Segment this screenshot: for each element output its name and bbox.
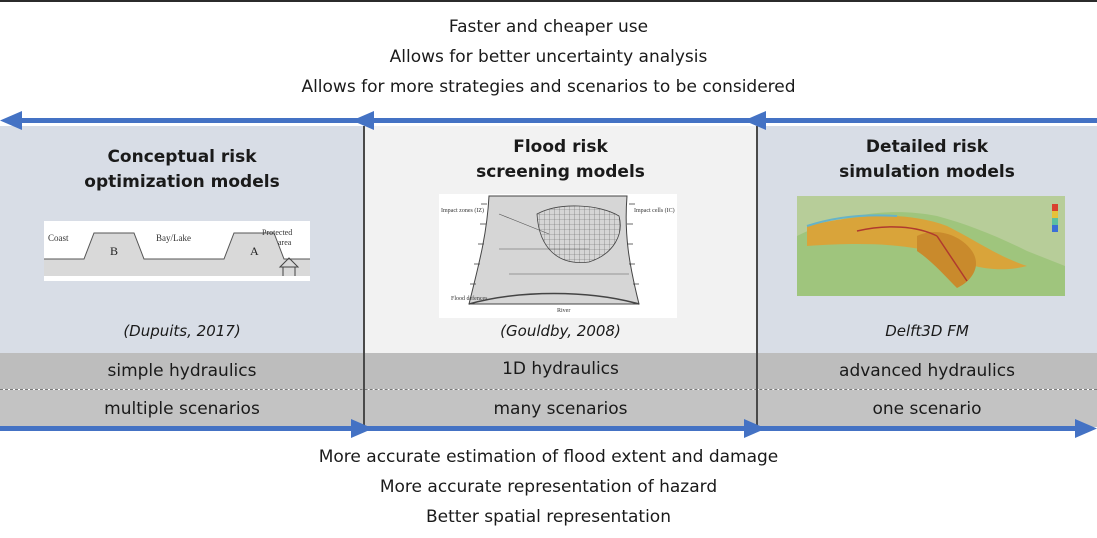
right-arrow-head-3 [1075,419,1097,438]
header-line-1: Faster and cheaper use [448,17,649,37]
left-arrow-head-2 [352,111,374,130]
footer-line-2: More accurate representation of hazard [379,477,718,497]
right-arrow-head-2 [744,419,766,438]
scenarios-conceptual: multiple scenarios [104,399,260,419]
divider-2 [756,126,758,426]
right-arrow-head-1 [351,419,373,438]
footer-line-1: More accurate estimation of flood extent… [318,447,779,467]
panel-conceptual: Conceptual risk optimization models Coas… [0,126,364,353]
house-icon [278,257,300,276]
scenarios-detailed: one scenario [872,399,982,419]
panel-screening-title-1: Flood risk [513,137,608,157]
header-line-3: Allows for more strategies and scenarios… [301,77,796,97]
impact-zones-figure: Impact zones (IZ) Impact cells (IC) Floo… [439,194,677,318]
panel-detailed: Detailed risk simulation models Delft3D … [757,126,1097,353]
coast-label: Coast [48,233,69,243]
scenarios-strip [0,390,1097,427]
footer-line-3: Better spatial representation [426,507,671,527]
panel-conceptual-title-1: Conceptual risk [107,147,257,167]
divider-1 [363,126,365,426]
panel-detailed-title-2: simulation models [839,162,1015,182]
scenarios-screening: many scenarios [493,399,628,419]
impact-zones-label: Impact zones (IZ) [441,207,484,214]
dike-b-label: B [110,244,118,258]
dike-a-label: A [250,244,259,258]
hydraulics-strip [0,353,1097,389]
panel-conceptual-title-2: optimization models [84,172,280,192]
hydraulics-conceptual: simple hydraulics [107,361,257,381]
header-line-2: Allows for better uncertainty analysis [389,47,708,67]
bay-lake-label: Bay/Lake [156,233,191,243]
top-arrows [0,111,1097,130]
left-arrow-head-3 [744,111,766,130]
panel-detailed-citation: Delft3D FM [885,322,969,340]
hydraulics-detailed: advanced hydraulics [839,361,1015,381]
panel-detailed-title-1: Detailed risk [865,137,989,157]
impact-cells-label: Impact cells (IC) [634,207,675,214]
area-label: area [278,238,292,247]
river-label: River [557,308,570,314]
protected-label: Protected [262,228,292,237]
delft3d-map-figure [797,196,1065,296]
panel-screening-title-2: screening models [476,162,645,182]
panel-screening-citation: (Gouldby, 2008) [500,322,621,340]
dike-cross-section-figure: Coast Bay/Lake Protected area B A [44,221,310,281]
hydraulics-screening: 1D hydraulics [502,359,619,379]
panel-screening: Flood risk screening models Impact zones… [364,126,757,353]
flood-defences-label: Flood defences [451,295,488,302]
strip-divider [0,389,1097,390]
panel-conceptual-citation: (Dupuits, 2017) [123,322,241,340]
left-arrow-head-1 [0,111,22,130]
bottom-arrows [0,419,1097,438]
top-border [0,0,1097,2]
